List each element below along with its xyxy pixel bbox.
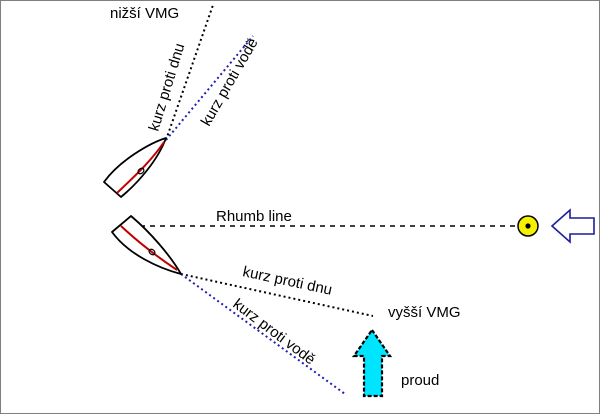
yellow-mark-buoy-icon [517, 215, 539, 237]
lower-ground-course-label: kurz proti dnu [241, 263, 333, 299]
rhumb-line-label: Rhumb line [216, 208, 292, 225]
lower-water-course-label: kurz proti vodě [230, 296, 319, 369]
lower-vmg-label: nižší VMG [110, 5, 179, 22]
lower-water-course-line [180, 273, 346, 395]
wind-direction-arrow-icon [550, 208, 595, 244]
lower-sailboat-icon [111, 215, 182, 275]
upper-ground-course-line [165, 4, 214, 141]
current-arrow-icon [351, 328, 393, 398]
upper-sailboat-icon [103, 137, 167, 198]
higher-vmg-label: vyšší VMG [388, 304, 461, 321]
upper-water-course-label: kurz proti vodě [198, 35, 262, 129]
current-label: proud [401, 372, 439, 389]
